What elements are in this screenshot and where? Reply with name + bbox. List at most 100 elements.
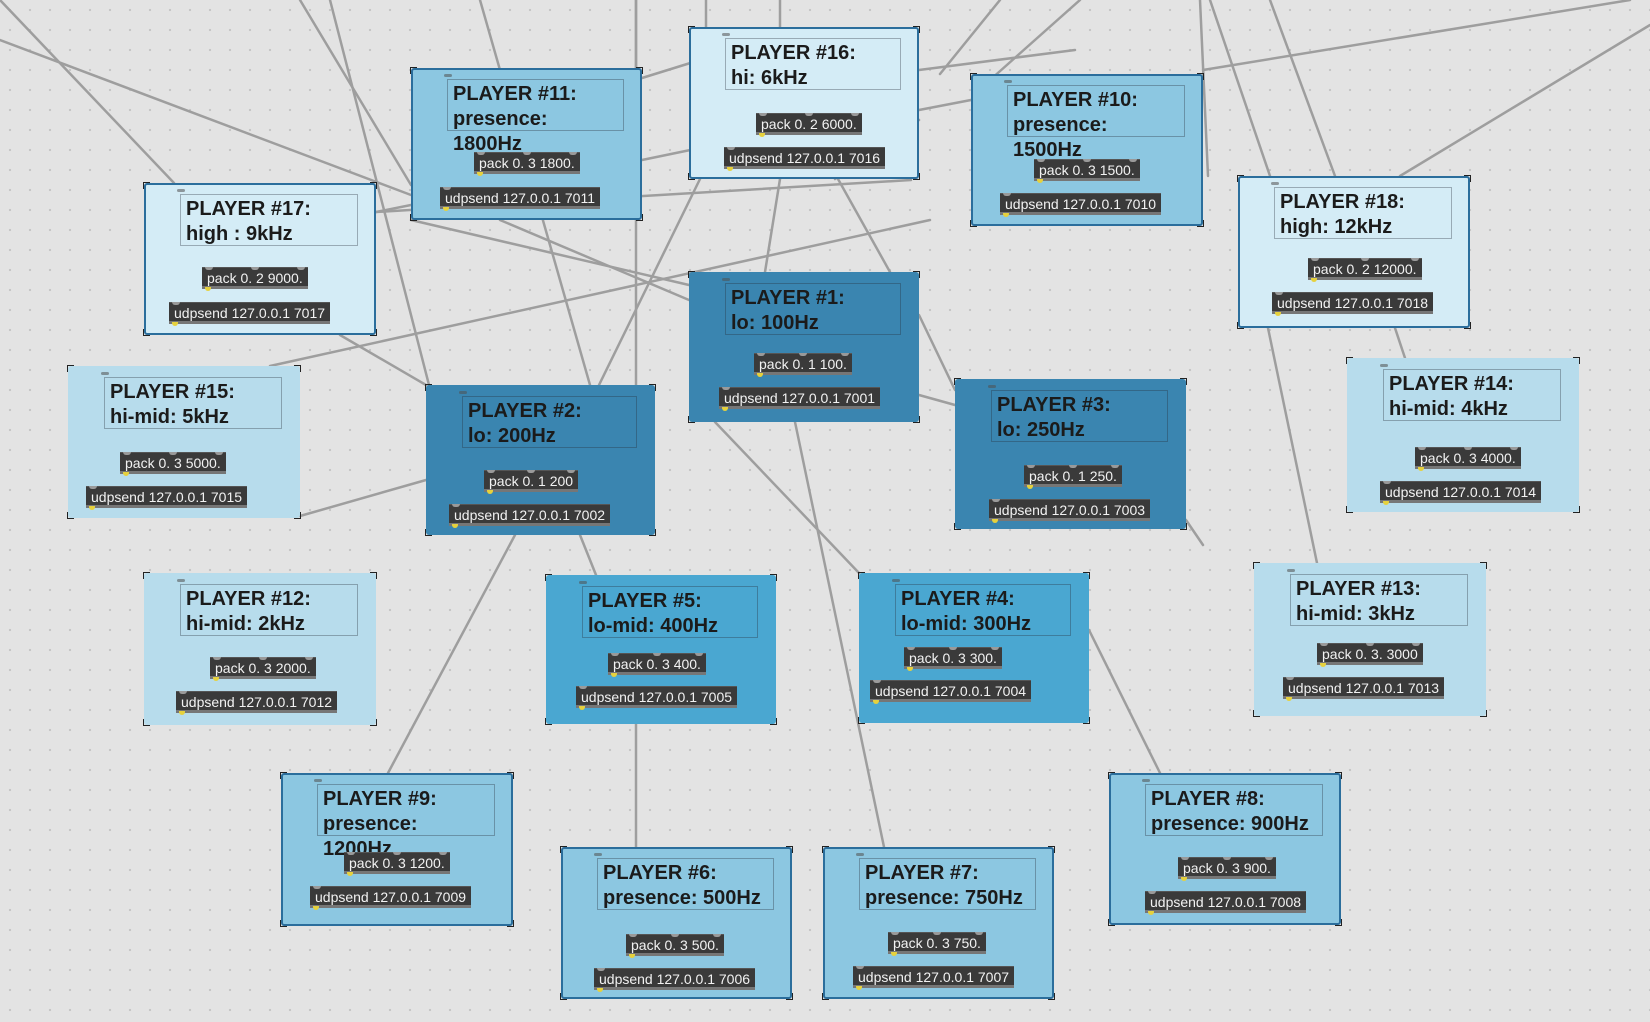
inlet-port[interactable] [567, 470, 576, 473]
udpsend-object[interactable]: udpsend 127.0.0.1 7009 [310, 886, 472, 910]
outlet-port[interactable] [213, 677, 219, 681]
outlet-port[interactable] [1286, 697, 1292, 701]
inlet-port[interactable] [1383, 481, 1391, 484]
udpsend-object[interactable]: udpsend 127.0.0.1 7018 [1272, 292, 1434, 316]
patch-cord[interactable] [1087, 628, 1162, 775]
udpsend-object[interactable]: udpsend 127.0.0.1 7011 [440, 187, 600, 211]
patch-cord[interactable] [0, 0, 176, 185]
inlet-port[interactable] [89, 486, 97, 489]
patch-cord[interactable] [338, 333, 428, 387]
inlet-port[interactable] [1463, 447, 1472, 450]
inlet-port[interactable] [712, 934, 721, 937]
udpsend-object[interactable]: udpsend 127.0.0.1 7001 [719, 387, 881, 411]
inlet-port[interactable] [757, 353, 765, 356]
outlet-port[interactable] [487, 490, 493, 494]
inlet-port[interactable] [568, 152, 577, 155]
pack-object[interactable]: pack 0. 2 12000. [1308, 258, 1422, 282]
inlet-port[interactable] [670, 934, 679, 937]
player-title-comment[interactable]: PLAYER #5: lo-mid: 400Hz [579, 581, 758, 638]
inlet-port[interactable] [172, 302, 180, 305]
inlet-port[interactable] [629, 934, 637, 937]
patch-cord[interactable] [1184, 518, 1205, 547]
udpsend-object[interactable]: udpsend 127.0.0.1 7014 [1380, 481, 1542, 505]
pack-object[interactable]: pack 0. 1 250. [1024, 465, 1122, 489]
outlet-port[interactable] [722, 407, 728, 411]
player-title-comment[interactable]: PLAYER #7: presence: 750Hz [856, 853, 1036, 910]
inlet-port[interactable] [798, 353, 807, 356]
pack-object[interactable]: pack 0. 3 1800. [474, 152, 580, 176]
inlet-port[interactable] [948, 647, 957, 650]
player-title-comment[interactable]: PLAYER #16: hi: 6kHz [722, 33, 901, 90]
inlet-port[interactable] [1360, 258, 1369, 261]
inlet-port[interactable] [1275, 292, 1283, 295]
outlet-port[interactable] [1148, 911, 1154, 915]
inlet-port[interactable] [1509, 447, 1518, 450]
inlet-port[interactable] [304, 657, 313, 660]
inlet-port[interactable] [907, 647, 915, 650]
player-box-p16[interactable]: PLAYER #16: hi: 6kHz pack 0. 2 6000. udpse… [688, 26, 920, 180]
patch-cord[interactable] [836, 177, 892, 274]
inlet-port[interactable] [313, 886, 321, 889]
inlet-port[interactable] [443, 187, 451, 190]
pack-object[interactable]: pack 0. 3. 3000 [1317, 643, 1423, 667]
patch-cord[interactable] [1398, 23, 1650, 178]
player-title-comment[interactable]: PLAYER #15: hi-mid: 5kHz [101, 372, 282, 429]
outlet-port[interactable] [611, 673, 617, 677]
outlet-port[interactable] [727, 167, 733, 171]
pack-object[interactable]: pack 0. 3 900. [1178, 857, 1276, 881]
patch-cord[interactable] [298, 478, 428, 518]
pack-object[interactable]: pack 0. 3 1200. [344, 852, 450, 876]
inlet-port[interactable] [1222, 857, 1231, 860]
inlet-port[interactable] [296, 267, 305, 270]
patch-cord[interactable] [268, 218, 932, 368]
inlet-port[interactable] [990, 647, 999, 650]
outlet-port[interactable] [443, 207, 449, 211]
outlet-port[interactable] [179, 711, 185, 715]
inlet-port[interactable] [694, 653, 703, 656]
udpsend-object[interactable]: udpsend 127.0.0.1 7016 [724, 147, 886, 171]
patch-cord[interactable] [328, 0, 431, 387]
inlet-port[interactable] [891, 932, 899, 935]
outlet-port[interactable] [759, 133, 765, 137]
pack-object[interactable]: pack 0. 1 100. [754, 353, 852, 377]
inlet-port[interactable] [1365, 643, 1374, 646]
inlet-port[interactable] [1128, 159, 1137, 162]
udpsend-object[interactable]: udpsend 127.0.0.1 7002 [449, 504, 611, 528]
patch-cord[interactable] [1268, 0, 1337, 178]
inlet-port[interactable] [1110, 465, 1119, 468]
patch-cord[interactable] [1208, 0, 1272, 178]
inlet-port[interactable] [1148, 891, 1156, 894]
patch-cord[interactable] [1266, 326, 1319, 565]
inlet-port[interactable] [1181, 857, 1189, 860]
player-title-comment[interactable]: PLAYER #3: lo: 250Hz [988, 385, 1168, 442]
inlet-port[interactable] [487, 470, 495, 473]
outlet-port[interactable] [172, 322, 178, 326]
inlet-port[interactable] [213, 657, 221, 660]
inlet-port[interactable] [722, 387, 730, 390]
outlet-port[interactable] [1418, 467, 1424, 471]
inlet-port[interactable] [1418, 447, 1426, 450]
outlet-port[interactable] [1275, 312, 1281, 316]
inlet-port[interactable] [1410, 258, 1419, 261]
inlet-port[interactable] [992, 499, 1000, 502]
patch-cord[interactable] [0, 38, 413, 197]
outlet-port[interactable] [1320, 663, 1326, 667]
outlet-port[interactable] [1027, 485, 1033, 489]
patch-cord[interactable] [917, 313, 957, 392]
inlet-port[interactable] [123, 452, 131, 455]
inlet-port[interactable] [522, 152, 531, 155]
outlet-port[interactable] [1383, 501, 1389, 505]
inlet-port[interactable] [804, 113, 813, 116]
patch-cord[interactable] [1201, 0, 1632, 72]
pack-object[interactable]: pack 0. 2 6000. [756, 113, 862, 137]
pack-object[interactable]: pack 0. 3 500. [626, 934, 724, 958]
inlet-port[interactable] [579, 686, 587, 689]
inlet-port[interactable] [1286, 677, 1294, 680]
